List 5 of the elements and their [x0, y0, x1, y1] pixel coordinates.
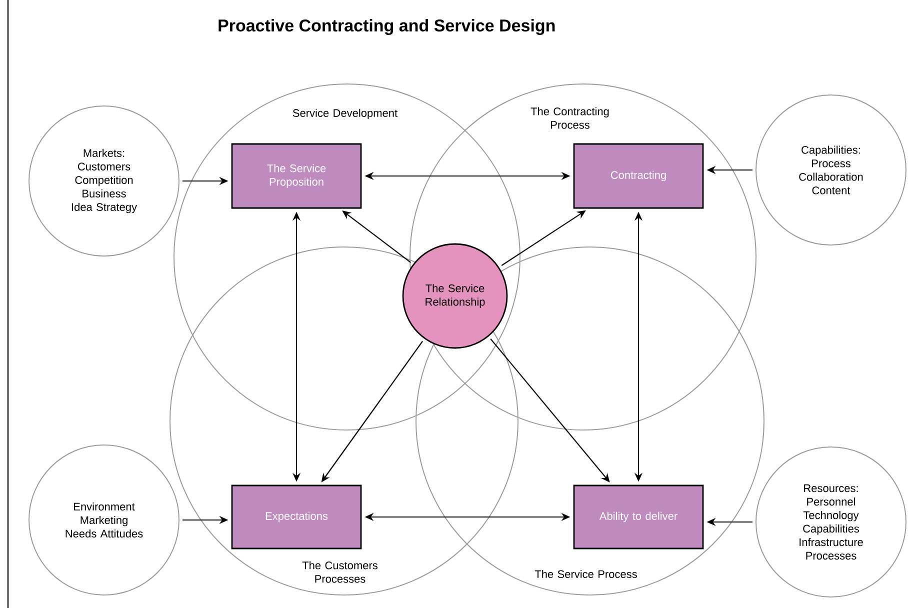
process-box: The Service Proposition	[231, 143, 362, 209]
process-box: Expectations	[231, 484, 362, 550]
process-box: Contracting	[573, 143, 704, 209]
process-box: Ability to deliver	[573, 484, 704, 550]
title: Proactive Contracting and Service Design	[218, 19, 555, 35]
